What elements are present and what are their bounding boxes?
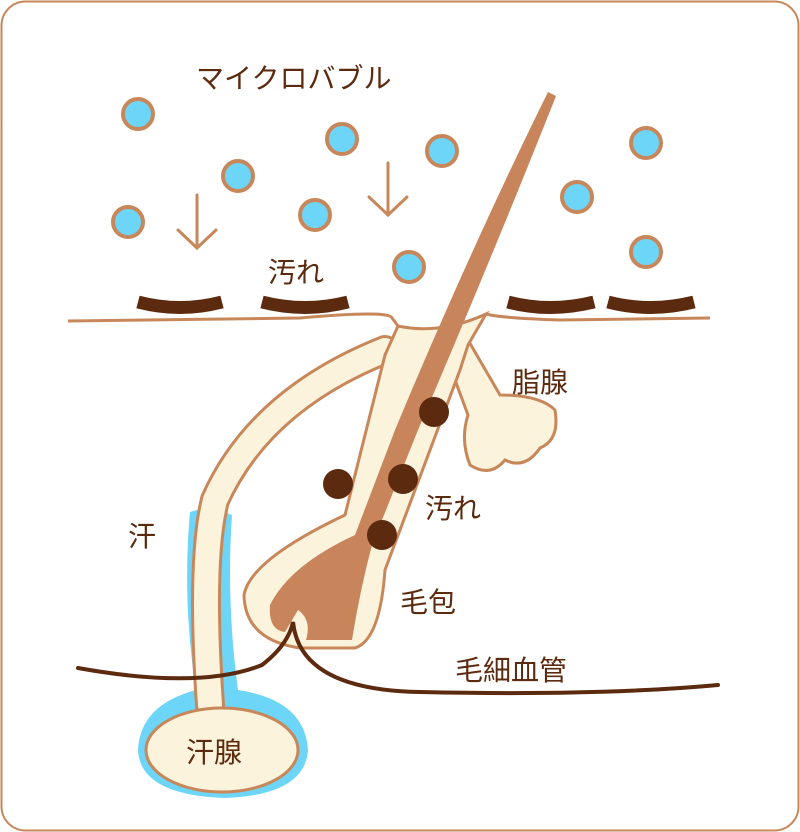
bubble	[629, 126, 663, 160]
dirt-dot	[388, 464, 418, 494]
label-dirt-follicle: 汚れ	[425, 492, 481, 525]
microbubbles	[111, 97, 663, 284]
dirt-patch	[260, 295, 350, 314]
bubble	[298, 198, 332, 232]
dirt-dot	[323, 469, 353, 499]
capillary	[76, 621, 720, 696]
hair	[269, 92, 556, 640]
sebaceous-gland	[453, 336, 558, 472]
bubble	[111, 205, 145, 239]
label-sweat-gland: 汗腺	[186, 736, 242, 769]
label-dirt-surface: 汚れ	[268, 256, 324, 289]
dirt-patch	[606, 295, 696, 314]
skin-surface-right	[485, 312, 711, 322]
sweat-duct	[191, 335, 400, 720]
bubble	[629, 235, 663, 269]
bubble	[560, 180, 594, 214]
label-microbubble: マイクロバブル	[196, 62, 391, 95]
bubble	[425, 134, 459, 168]
bubble	[392, 250, 426, 284]
down-arrow-icon	[176, 193, 218, 251]
label-capillary: 毛細血管	[455, 654, 567, 687]
label-hair-follicle: 毛包	[400, 586, 456, 619]
bubble	[121, 97, 155, 131]
follicle-dirt	[323, 397, 449, 550]
surface-dirt	[136, 295, 696, 314]
sweat-gland	[144, 706, 300, 794]
bubble	[221, 159, 255, 193]
label-sweat: 汗	[128, 520, 156, 553]
skin-surface-left	[67, 312, 400, 327]
dirt-dot	[419, 397, 449, 427]
dirt-dot	[367, 520, 397, 550]
bubble	[325, 122, 359, 156]
down-arrow-icon	[367, 161, 409, 218]
dirt-patch	[506, 295, 596, 314]
dirt-patch	[136, 295, 224, 314]
label-sebaceous-gland: 脂腺	[512, 366, 568, 399]
